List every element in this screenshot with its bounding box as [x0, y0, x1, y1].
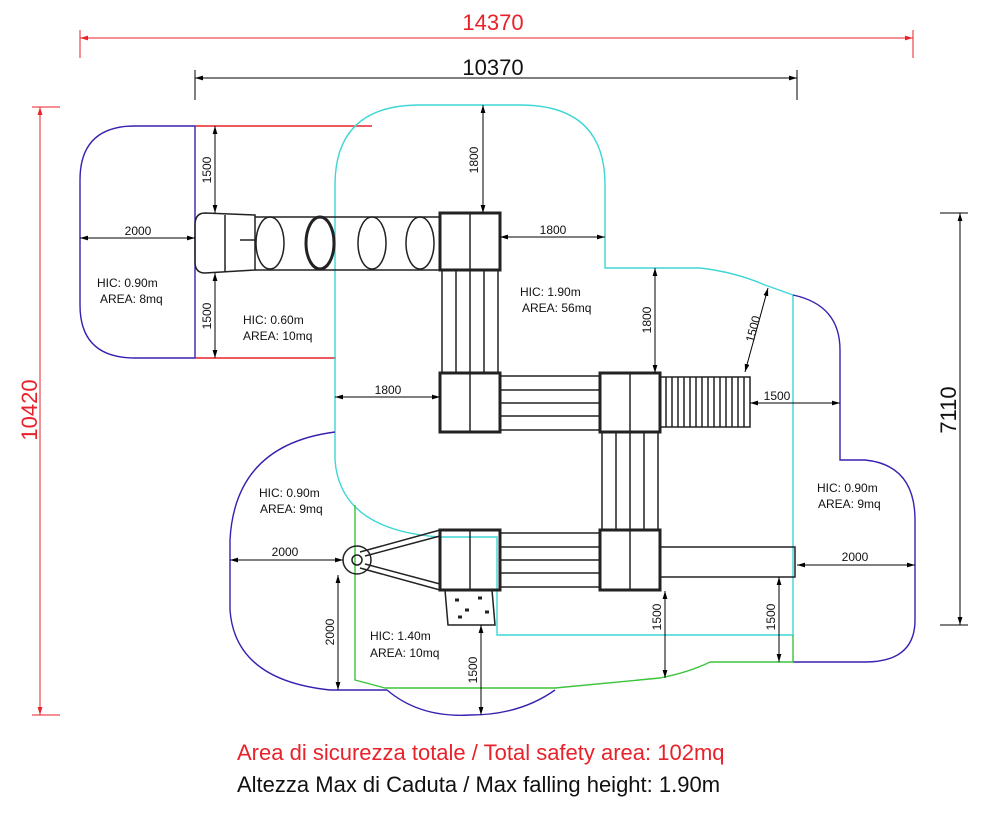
swing-wheel [342, 529, 441, 591]
zone-hic: HIC: 0.60m [243, 313, 304, 327]
bridge-horizontal-1 [500, 375, 600, 431]
play-structure [194, 211, 796, 626]
dim-label: 2000 [272, 545, 299, 559]
zone-hic: HIC: 1.40m [370, 629, 431, 643]
zone-area: AREA: 9mq [818, 497, 881, 511]
overall-width-label: 14370 [462, 10, 523, 35]
overall-dimensions: 14370 10370 10420 7110 [17, 10, 968, 716]
zone-slide-left [79, 125, 196, 359]
overall-depth-label: 10420 [17, 379, 42, 440]
structure-depth-label: 7110 [936, 386, 961, 433]
dim-label: 1500 [650, 603, 664, 630]
dim-label: 2000 [125, 224, 152, 238]
tunnel [255, 215, 440, 271]
zone-tunnel [195, 125, 372, 359]
dim-label: 1500 [764, 389, 791, 403]
ladder [659, 376, 751, 428]
dim-label: 1800 [375, 383, 402, 397]
safety-zones [79, 104, 916, 716]
dim-label: 1500 [764, 603, 778, 630]
tunnel-entry [194, 212, 256, 274]
bridge-vertical-1 [441, 270, 499, 373]
zone-main [334, 104, 794, 636]
dim-label: 1800 [540, 223, 567, 237]
zone-hic: HIC: 0.90m [259, 486, 320, 500]
zone-climb [354, 505, 794, 689]
dim-label: 1500 [200, 302, 214, 329]
zone-area: AREA: 10mq [370, 646, 439, 660]
zone-area: AREA: 10mq [243, 329, 312, 343]
zone-slide-right [792, 294, 916, 663]
dim-label: 2000 [323, 618, 337, 645]
zone-area: AREA: 8mq [100, 292, 163, 306]
zone-hic: HIC: 0.90m [817, 481, 878, 495]
total-safety-area: Area di sicurezza totale / Total safety … [237, 740, 725, 765]
zone-area: AREA: 9mq [260, 502, 323, 516]
zone-hic: HIC: 0.90m [97, 276, 158, 290]
slide-right [659, 546, 796, 578]
bridge-vertical-2 [601, 432, 659, 530]
dim-label: 1500 [743, 314, 764, 344]
zone-area: AREA: 56mq [522, 301, 591, 315]
dim-label: 1500 [466, 656, 480, 683]
bridge-horizontal-2 [500, 532, 600, 588]
dim-label: 1800 [640, 306, 654, 333]
max-falling-height: Altezza Max di Caduta / Max falling heig… [237, 772, 720, 797]
structure-width-label: 10370 [462, 55, 523, 80]
dim-label: 2000 [842, 550, 869, 564]
zone-hic: HIC: 1.90m [520, 285, 581, 299]
dim-label: 1800 [467, 146, 481, 173]
zone-labels: HIC: 0.90m AREA: 8mq HIC: 0.60m AREA: 10… [97, 276, 881, 660]
dim-label: 1500 [200, 156, 214, 183]
climbing-wall [444, 589, 496, 626]
zone-swing [229, 431, 556, 716]
clearance-dimensions: 2000 1500 1500 1800 1800 1800 1800 1500 … [80, 105, 915, 715]
